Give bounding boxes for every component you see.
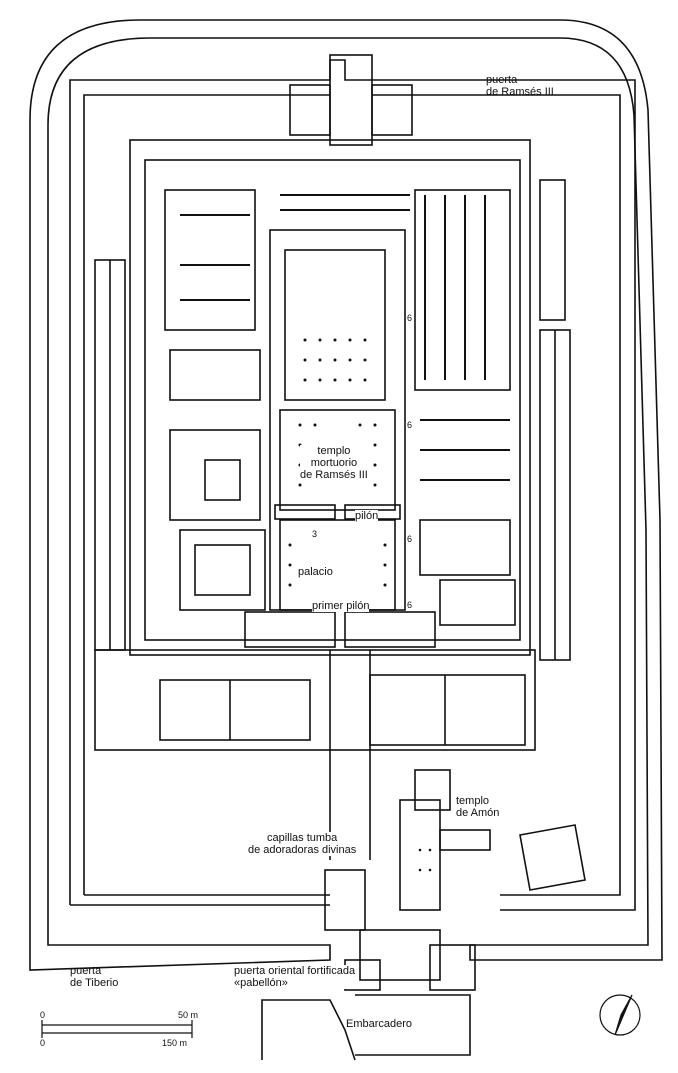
marker-6d: 6: [407, 600, 413, 610]
scale-bottom-zero: 0: [40, 1038, 46, 1048]
marker-3: 3: [312, 529, 318, 539]
label-chapels-line1: capillas tumba: [266, 832, 338, 844]
scale-top-end: 50 m: [178, 1010, 199, 1020]
label-east-line1: puerta oriental fortificada: [234, 965, 356, 977]
label-chapels-line2: de adoradoras divinas: [248, 844, 357, 856]
scale-top-zero: 0: [40, 1010, 46, 1020]
label-temple-line3: de Ramsés III: [300, 469, 368, 481]
pier-outline: [261, 999, 356, 1061]
scale-bottom-end: 150 m: [162, 1038, 188, 1048]
label-temple-ramses: templo mortuorio de Ramsés III: [300, 445, 368, 481]
label-gate-tiberio: puerta de Tiberio: [70, 965, 118, 989]
label-pier: Embarcadero: [346, 1018, 413, 1030]
second-wall: [69, 59, 636, 911]
marker-6a: 6: [407, 313, 413, 323]
label-gate-east: puerta oriental fortificada «pabellón»: [234, 965, 356, 989]
label-palace: palacio: [298, 566, 333, 578]
outer-wall: [29, 19, 663, 971]
label-chapels: capillas tumba de adoradoras divinas: [248, 832, 357, 856]
label-amon-line2: de Amón: [456, 807, 500, 819]
label-pylon1: primer pilón: [312, 600, 370, 612]
label-east-line2: «pabellón»: [234, 977, 288, 989]
label-temple-line1: templo: [317, 445, 351, 457]
temple-amon-outline: [399, 799, 441, 911]
label-temple-amon: templo de Amón: [456, 795, 499, 819]
label-gate-ramses: puerta de Ramsés III: [486, 74, 554, 98]
label-gate-ramses-line2: de Ramsés III: [486, 86, 554, 98]
label-pylon2: pilón: [355, 510, 379, 522]
marker-6c: 6: [407, 534, 413, 544]
label-amon-line1: templo: [456, 795, 490, 807]
label-tiberio-line1: puerta: [70, 965, 102, 977]
marker-6b: 6: [407, 420, 413, 430]
label-temple-line2: mortuorio: [310, 457, 358, 469]
label-tiberio-line2: de Tiberio: [70, 977, 119, 989]
north-arrow-icon: [599, 994, 641, 1036]
label-gate-ramses-line1: puerta: [486, 74, 518, 86]
